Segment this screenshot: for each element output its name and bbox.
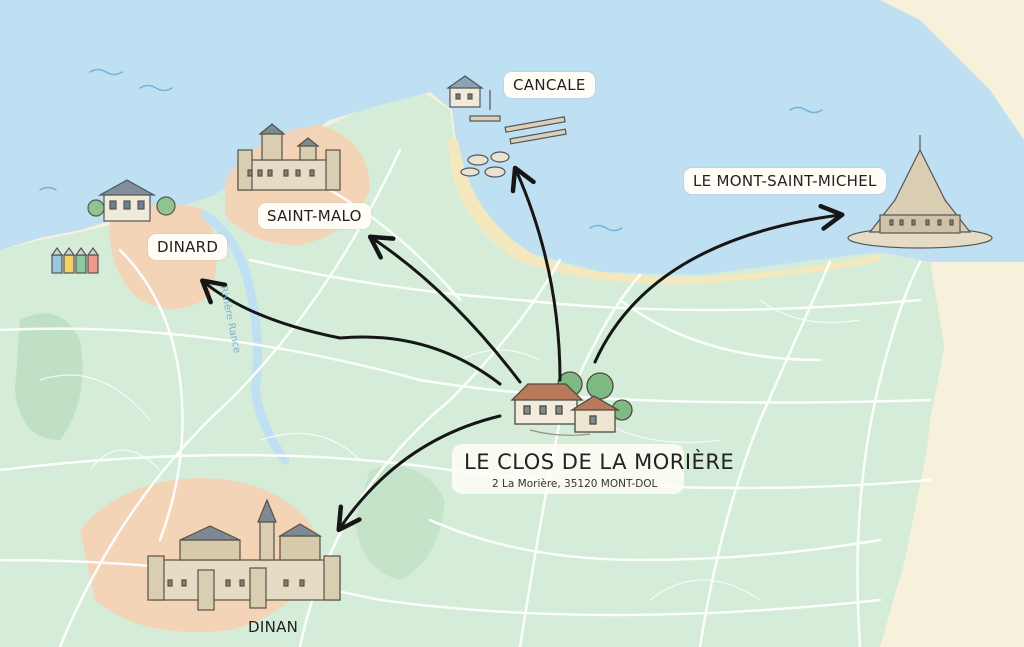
label-mont-saint-michel: LE MONT-SAINT-MICHEL [684,168,886,194]
villa-beach-huts-icon [50,179,176,274]
walled-city-icon [237,123,341,191]
home-address: 2 La Morière, 35120 MONT-DOL [492,478,658,490]
home-name: LE CLOS DE LA MORIÈRE [464,450,735,474]
label-dinard: DINARD [148,234,228,260]
arrow-to-dinard [200,278,502,386]
river-rance [200,210,290,465]
abbey-island-icon [847,135,993,249]
route-arrows [200,165,845,533]
arrow-to-saint-malo [367,234,522,384]
road-network [0,148,932,647]
label-dinan: DINAN [248,618,299,636]
sea-area [0,0,1024,275]
farmhouse-icon [510,371,633,436]
arrow-to-mont-saint-michel [593,203,845,364]
medieval-town-icon [147,498,341,611]
label-cancale: CANCALE [504,72,595,98]
arrow-to-dinan [336,414,502,533]
harbor-oyster-beds-icon [446,75,567,178]
label-saint-malo: SAINT-MALO [258,203,371,229]
arrow-to-cancale [510,165,562,382]
home-label-box [452,444,684,494]
